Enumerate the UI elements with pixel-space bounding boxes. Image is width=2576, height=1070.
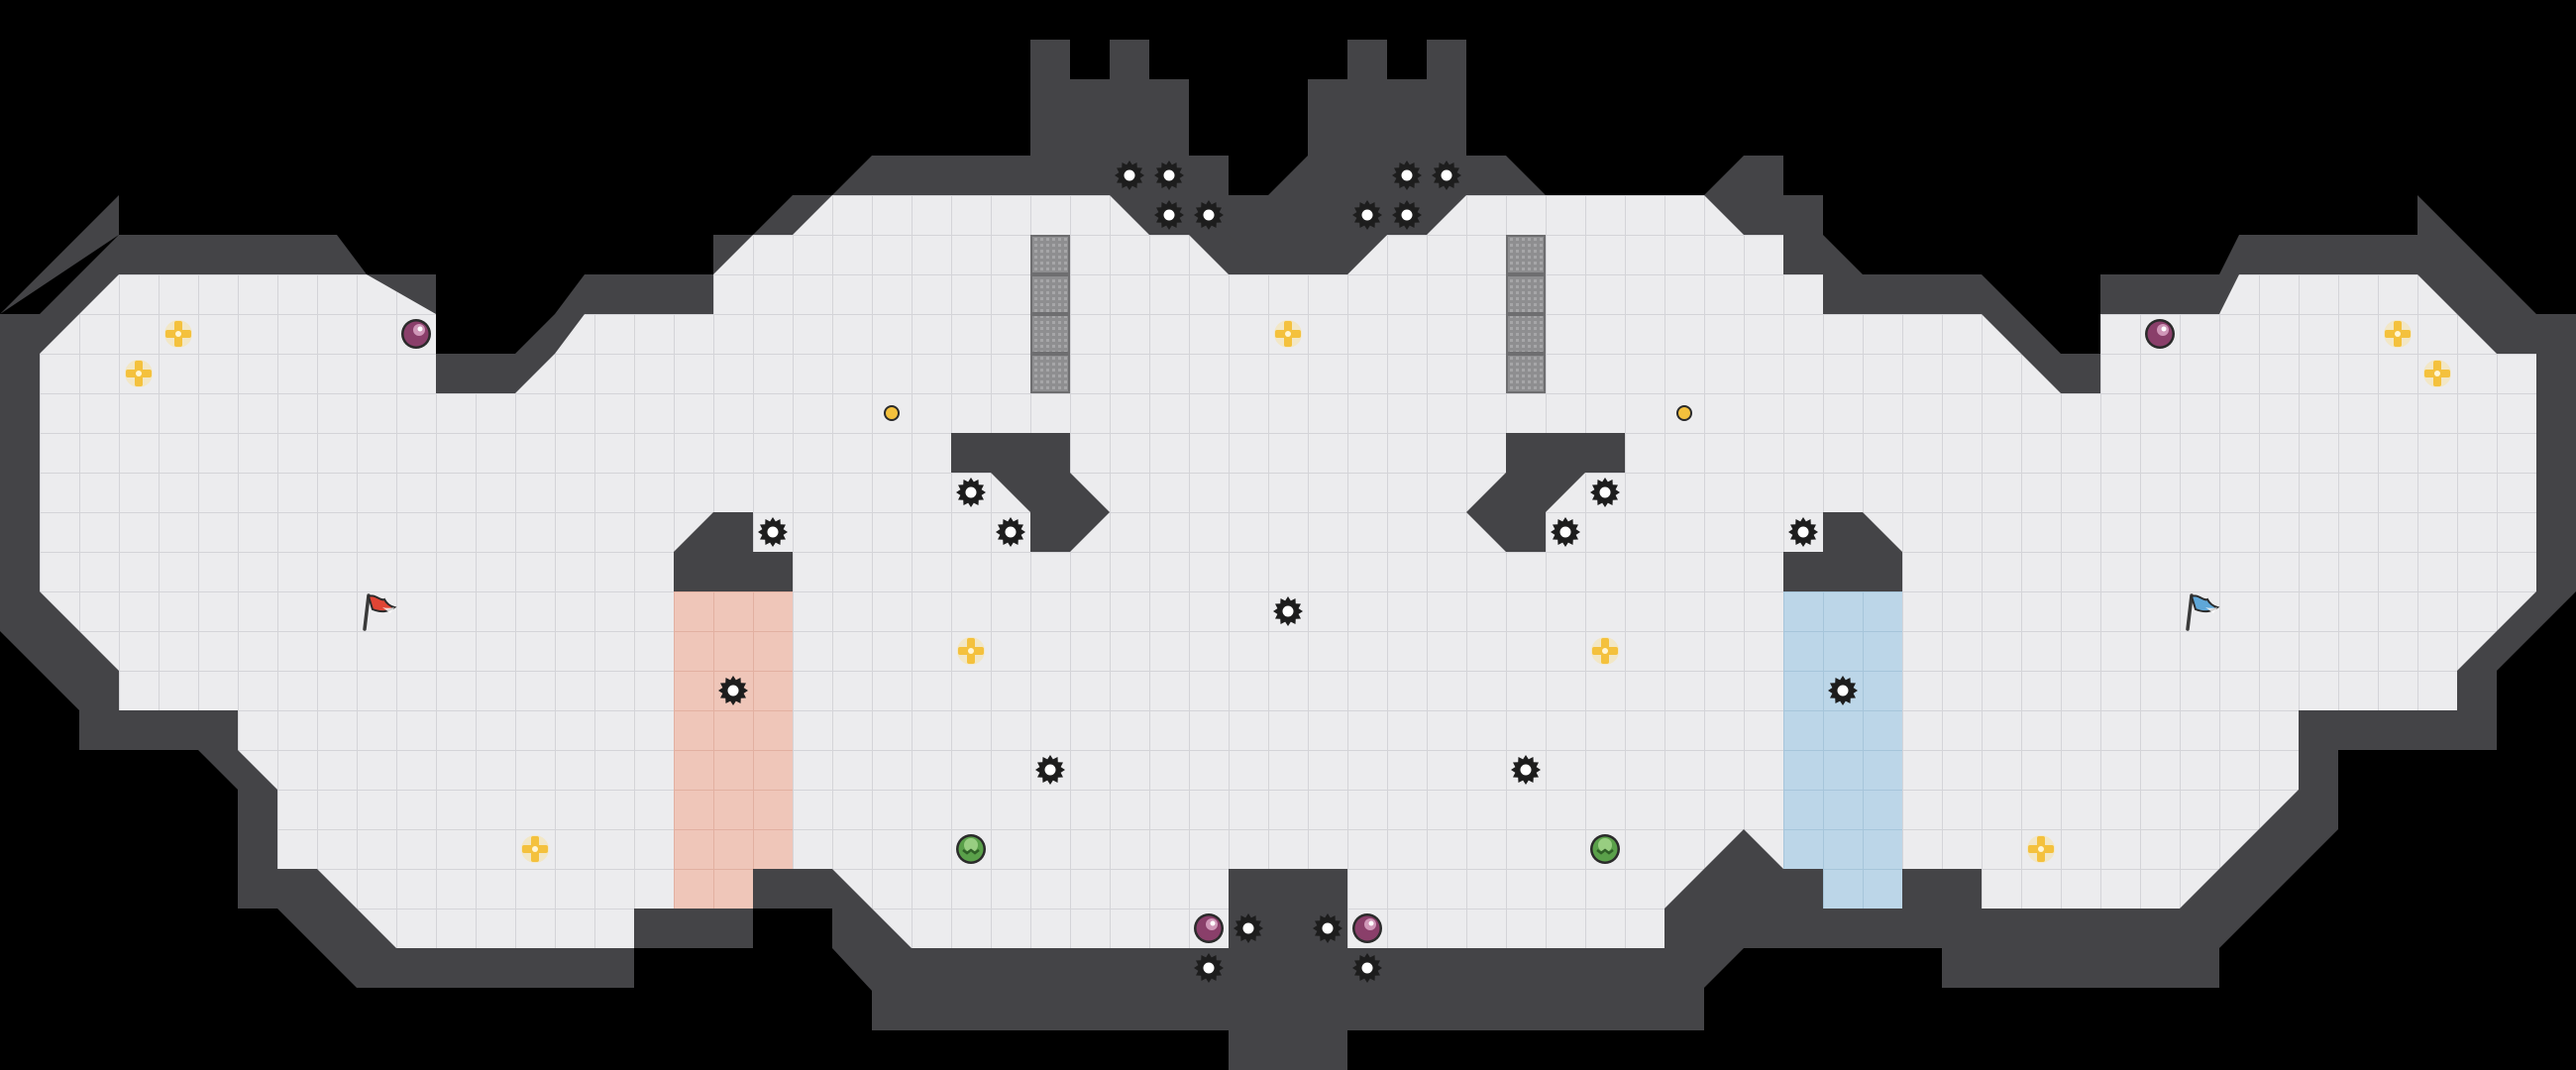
- gate-tile: [1030, 354, 1070, 393]
- blue-team-zone: [1783, 591, 1902, 909]
- red-flag-icon: [363, 593, 397, 631]
- boost-icon: [1591, 637, 1619, 665]
- boost-icon: [2384, 320, 2412, 348]
- blue-flag-icon: [2186, 593, 2220, 631]
- spike-icon: [1590, 478, 1620, 507]
- spike-icon: [1035, 755, 1065, 785]
- gate-tile: [1506, 354, 1546, 393]
- boost-icon: [125, 360, 153, 387]
- spike-icon: [1154, 200, 1184, 230]
- boost-icon: [957, 637, 985, 665]
- gate-tile: [1030, 314, 1070, 354]
- powerup-icon: [401, 319, 431, 349]
- spike-icon: [996, 517, 1025, 547]
- gates-layer: [1030, 235, 1546, 393]
- boost-icon: [164, 320, 192, 348]
- spike-icon: [1234, 913, 1263, 943]
- gate-tile: [1030, 274, 1070, 314]
- boost-icon: [1274, 320, 1302, 348]
- spike-icon: [1313, 913, 1342, 943]
- neutral-bomb-icon: [1590, 834, 1620, 864]
- spike-icon: [1273, 596, 1303, 626]
- red-team-zone: [674, 591, 793, 909]
- small-dot-icon: [884, 405, 900, 421]
- neutral-bomb-icon: [956, 834, 986, 864]
- team-zones: [674, 591, 1902, 909]
- gate-barrier: [1506, 235, 1546, 393]
- boost-icon: [521, 835, 549, 863]
- spike-icon: [1194, 953, 1224, 983]
- powerup-icon: [2145, 319, 2175, 349]
- spike-icon: [1788, 517, 1818, 547]
- gate-tile: [1506, 235, 1546, 274]
- spike-icon: [758, 517, 788, 547]
- spike-icon: [1352, 953, 1382, 983]
- spike-icon: [1154, 160, 1184, 190]
- small-dot-icon: [1676, 405, 1692, 421]
- spike-icon: [1551, 517, 1580, 547]
- entities-layer: [125, 160, 2451, 983]
- gate-tile: [1030, 235, 1070, 274]
- floor-area: [40, 195, 2536, 948]
- gate-tile: [1506, 314, 1546, 354]
- gate-barrier: [1030, 235, 1070, 393]
- floor-tiles: [40, 195, 2536, 948]
- inner-walls: [674, 156, 1902, 1070]
- spike-icon: [1194, 200, 1224, 230]
- boost-icon: [2423, 360, 2451, 387]
- spike-icon: [1392, 160, 1422, 190]
- powerup-icon: [1352, 913, 1382, 943]
- spike-icon: [718, 676, 748, 705]
- spike-icon: [1392, 200, 1422, 230]
- gate-tile: [1506, 274, 1546, 314]
- spike-icon: [1432, 160, 1461, 190]
- spike-icon: [1511, 755, 1541, 785]
- spike-icon: [1115, 160, 1144, 190]
- spike-icon: [1828, 676, 1858, 705]
- boost-icon: [2027, 835, 2055, 863]
- powerup-icon: [1194, 913, 1224, 943]
- spike-icon: [1352, 200, 1382, 230]
- spike-icon: [956, 478, 986, 507]
